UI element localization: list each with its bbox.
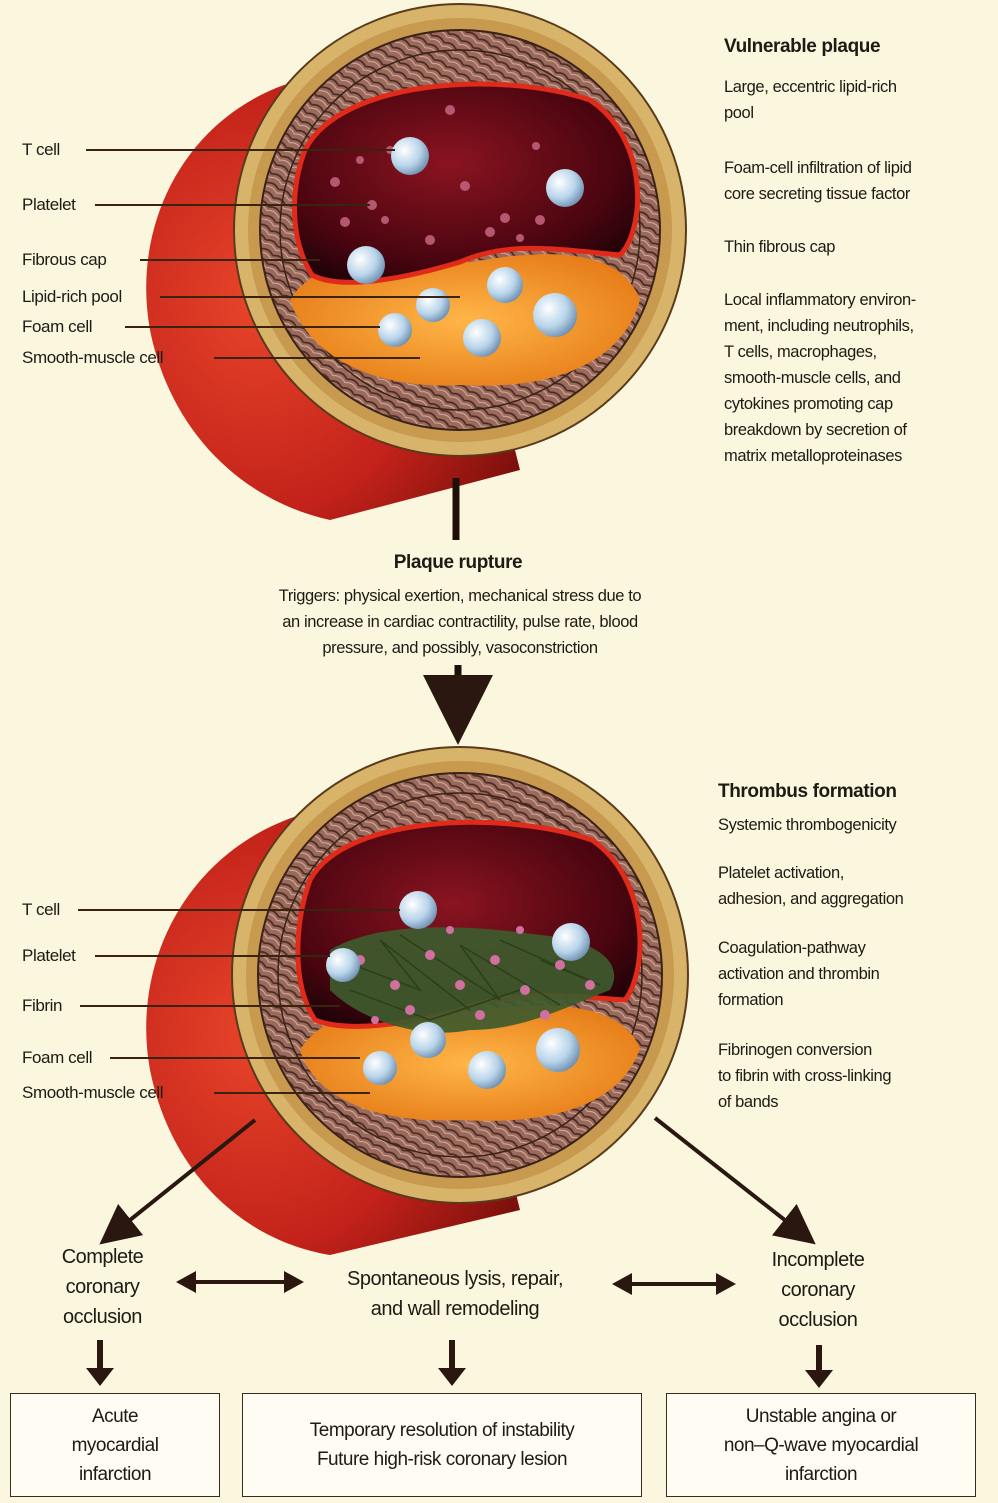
label-platelet-bottom: Platelet bbox=[22, 946, 76, 966]
top-foam-cell-4 bbox=[378, 313, 412, 347]
vulnerable-plaque-heading: Vulnerable plaque bbox=[724, 36, 880, 58]
label-foam-cell-bottom: Foam cell bbox=[22, 1048, 92, 1068]
thrombus-point-1: Systemic thrombogenicity bbox=[718, 812, 896, 838]
result-temporary-resolution: Temporary resolution of instability Futu… bbox=[242, 1393, 642, 1497]
label-fibrin: Fibrin bbox=[22, 996, 62, 1016]
vulnerable-point-1: Large, eccentric lipid-rich pool bbox=[724, 74, 897, 126]
label-smooth-muscle-top: Smooth-muscle cell bbox=[22, 348, 163, 368]
result-acute-mi: Acute myocardial infarction bbox=[10, 1393, 220, 1497]
vulnerable-point-2: Foam-cell infiltration of lipid core sec… bbox=[724, 155, 912, 207]
bottom-foam-cell-1 bbox=[410, 1022, 446, 1058]
arrow-to-incomplete bbox=[655, 1118, 800, 1232]
outcome-spontaneous-lysis: Spontaneous lysis, repair, and wall remo… bbox=[300, 1264, 610, 1324]
top-foam-cell-5 bbox=[463, 319, 501, 357]
bottom-foam-cell-4 bbox=[468, 1051, 506, 1089]
thrombus-point-4: Fibrinogen conversion to fibrin with cro… bbox=[718, 1037, 891, 1115]
label-lipid-rich-pool: Lipid-rich pool bbox=[22, 287, 122, 307]
plaque-rupture-title: Plaque rupture bbox=[208, 552, 708, 574]
bottom-vessel bbox=[146, 747, 688, 1255]
top-t-cell-2 bbox=[546, 169, 584, 207]
top-vessel bbox=[146, 4, 686, 540]
thrombus-formation-heading: Thrombus formation bbox=[718, 781, 897, 803]
vulnerable-point-4: Local inflammatory environ- ment, includ… bbox=[724, 287, 994, 469]
top-foam-cell-3 bbox=[533, 293, 577, 337]
label-t-cell-top: T cell bbox=[22, 140, 60, 160]
outcome-complete-occlusion: Complete coronary occlusion bbox=[20, 1242, 185, 1332]
label-foam-cell-top: Foam cell bbox=[22, 317, 92, 337]
label-fibrous-cap: Fibrous cap bbox=[22, 250, 106, 270]
outcome-incomplete-occlusion: Incomplete coronary occlusion bbox=[738, 1245, 898, 1335]
vulnerable-point-3: Thin fibrous cap bbox=[724, 234, 835, 260]
thrombus-point-2: Platelet activation, adhesion, and aggre… bbox=[718, 860, 903, 912]
top-t-cell-3 bbox=[347, 246, 385, 284]
label-platelet-top: Platelet bbox=[22, 195, 76, 215]
bottom-t-cell-1 bbox=[399, 891, 437, 929]
top-foam-cell-2 bbox=[416, 288, 450, 322]
bottom-t-cell-3 bbox=[326, 948, 360, 982]
top-foam-cell-1 bbox=[487, 267, 523, 303]
plaque-rupture-description: Triggers: physical exertion, mechanical … bbox=[190, 583, 730, 661]
bottom-t-cell-2 bbox=[552, 923, 590, 961]
result-unstable-angina: Unstable angina or non–Q-wave myocardial… bbox=[666, 1393, 976, 1497]
label-t-cell-bottom: T cell bbox=[22, 900, 60, 920]
bottom-foam-cell-3 bbox=[363, 1051, 397, 1085]
top-t-cell-1 bbox=[391, 137, 429, 175]
bottom-foam-cell-2 bbox=[536, 1028, 580, 1072]
thrombus-point-3: Coagulation-pathway activation and throm… bbox=[718, 935, 879, 1013]
label-smooth-muscle-bottom: Smooth-muscle cell bbox=[22, 1083, 163, 1103]
